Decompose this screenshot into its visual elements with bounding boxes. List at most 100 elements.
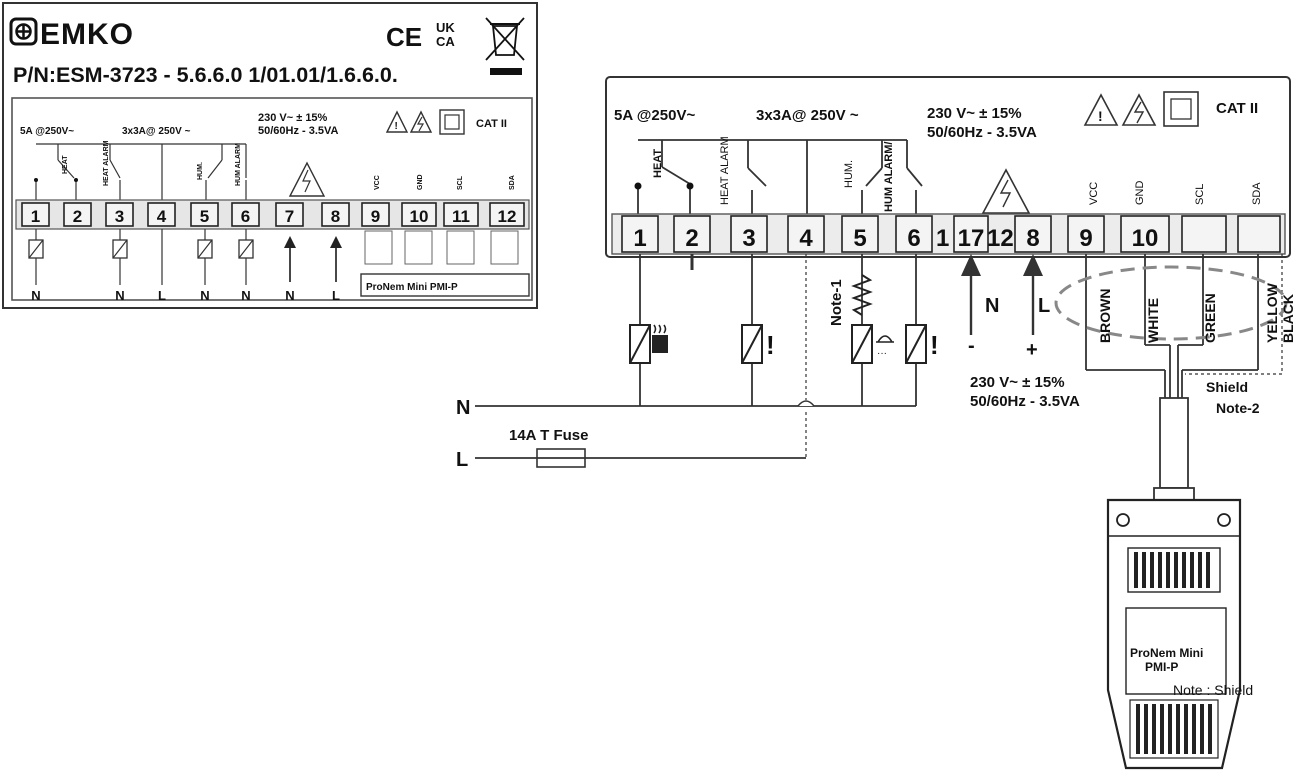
diagram-terminal-3: 3: [730, 215, 768, 253]
label-terminal-5: 5: [190, 202, 219, 227]
label-heat-text: HEAT: [62, 155, 69, 174]
diagram-relay-contacts: [634, 139, 923, 214]
sensor-name-line1: ProNem Mini: [1130, 646, 1203, 660]
diagram-bus-gnd: GND: [1134, 181, 1146, 206]
svg-text:9: 9: [371, 207, 380, 226]
diagram-bus-sda: SDA: [1251, 182, 1263, 205]
label-letter-8: L: [332, 288, 340, 303]
svg-text:4: 4: [157, 207, 167, 226]
diagram-terminal-1: 1: [621, 215, 659, 253]
diagram-heat-text: HEAT: [652, 149, 664, 178]
label-relay-contacts: [34, 143, 247, 200]
brand-name: EMKO: [40, 18, 134, 51]
product-label: EMKO CE UK CA P/N:ESM-3723 - 5.6.6.0 1/0…: [2, 2, 538, 309]
diagram-terminal-fragment-12: 12: [987, 225, 1014, 252]
supply-n-label: N: [985, 295, 999, 317]
svg-text:!: !: [930, 330, 939, 360]
wiring-panel: 5A @250V~ 3x3A@ 250V ~ 230 V~ ± 15% 50/6…: [605, 76, 1291, 258]
svg-text:10: 10: [1132, 225, 1159, 252]
svg-text:5: 5: [853, 225, 866, 252]
diagram-hum-alarm-text: HUM ALARM/: [883, 142, 895, 212]
label-terminal-8: 8: [321, 202, 350, 227]
svg-text:3: 3: [742, 225, 755, 252]
label-letter-6: N: [241, 288, 250, 303]
wire-color-white: WHITE: [1145, 298, 1161, 343]
diagram-high-voltage-icon: [1121, 93, 1157, 126]
wire-color-black: BLACK: [1280, 294, 1296, 343]
label-double-insulation-icon: [439, 109, 465, 135]
humidifier-resistor-icon: [851, 274, 873, 316]
mains-line-label: L: [456, 449, 468, 471]
label-terminal-2: 2: [63, 202, 92, 227]
svg-text:1: 1: [633, 225, 646, 252]
svg-text:1: 1: [31, 207, 40, 226]
diagram-bus-vcc: VCC: [1088, 182, 1100, 205]
label-letter-1: N: [31, 288, 40, 303]
wire-color-green: GREEN: [1202, 293, 1218, 343]
supply-bottom-line1: 230 V~ ± 15%: [970, 374, 1065, 391]
sensor-note: Note : Shield: [1173, 682, 1253, 698]
supply-l-label: L: [1038, 295, 1050, 317]
supply-plus-label: +: [1026, 339, 1038, 361]
note1-text: Note-1: [828, 279, 845, 326]
label-terminal-7: 7: [275, 202, 304, 227]
label-rating-group: 3x3A@ 250V ~: [122, 126, 191, 137]
diagram-terminal-5: 5: [841, 215, 879, 253]
diagram-rating-group: 3x3A@ 250V ~: [756, 107, 859, 124]
label-hum-alarm-text: HUM ALARM: [235, 143, 242, 186]
diagram-terminal-fragment-1: 1: [936, 225, 949, 252]
label-cat: CAT II: [476, 118, 507, 130]
label-terminal-3: 3: [105, 202, 134, 227]
diagram-heat-alarm-text: HEAT ALARM: [719, 136, 731, 205]
weee-bin-icon: [485, 17, 525, 75]
label-supply-line2: 50/60Hz - 3.5VA: [258, 125, 339, 137]
label-warning-icon: !: [385, 110, 409, 133]
svg-text:8: 8: [331, 207, 340, 226]
label-terminal-10: 10: [401, 202, 437, 227]
shield-label: Shield: [1206, 379, 1248, 395]
label-bus-gnd: GND: [417, 174, 424, 190]
diagram-terminal-9: 9: [1067, 215, 1105, 253]
label-high-voltage-icon: [409, 110, 433, 133]
ukca-mark-top: UK: [436, 20, 455, 35]
diagram-terminal-17: 17: [953, 215, 989, 253]
label-sensor-name: ProNem Mini PMI-P: [366, 282, 458, 293]
diagram-supply-line2: 50/60Hz - 3.5VA: [927, 124, 1037, 141]
svg-text:6: 6: [241, 207, 250, 226]
diagram-terminal-4: 4: [787, 215, 825, 253]
svg-text:6: 6: [907, 225, 920, 252]
diagram-power-warning-icon: [981, 168, 1031, 214]
diagram-terminal-6: 6: [895, 215, 933, 253]
diagram-supply-line1: 230 V~ ± 15%: [927, 105, 1022, 122]
svg-text:7: 7: [285, 207, 294, 226]
label-power-warning-icon: [288, 161, 326, 197]
label-bus-vcc: VCC: [374, 175, 381, 190]
wire-color-yellow: YELLOW: [1264, 282, 1280, 343]
svg-text:12: 12: [498, 207, 517, 226]
diagram-rating-relay: 5A @250V~: [614, 107, 695, 124]
label-terminal-1: 1: [21, 202, 50, 227]
svg-text:5: 5: [200, 207, 209, 226]
pronem-mini-sensor: [1106, 487, 1242, 770]
svg-text:2: 2: [685, 225, 698, 252]
diagram-terminal-10: 10: [1120, 215, 1170, 253]
svg-text:···: ···: [877, 348, 887, 359]
label-supply-line1: 230 V~ ± 15%: [258, 112, 328, 124]
supply-minus-label: -: [968, 335, 975, 357]
svg-text:!: !: [1098, 108, 1103, 124]
supply-bottom-line2: 50/60Hz - 3.5VA: [970, 393, 1080, 410]
svg-text:!: !: [395, 121, 398, 132]
diagram-terminal-sda: [1237, 215, 1281, 253]
heater-load-icon: [629, 324, 668, 364]
svg-text:17: 17: [958, 225, 985, 252]
note2-label: Note-2: [1216, 400, 1260, 416]
svg-text:2: 2: [73, 207, 82, 226]
label-load-wiring: [28, 229, 530, 297]
label-letter-3: N: [115, 288, 124, 303]
diagram-cat: CAT II: [1216, 100, 1258, 117]
diagram-hum-text: HUM.: [843, 160, 855, 188]
label-terminal-9: 9: [361, 202, 390, 227]
label-letter-4: L: [158, 288, 166, 303]
label-bus-sda: SDA: [509, 175, 516, 190]
